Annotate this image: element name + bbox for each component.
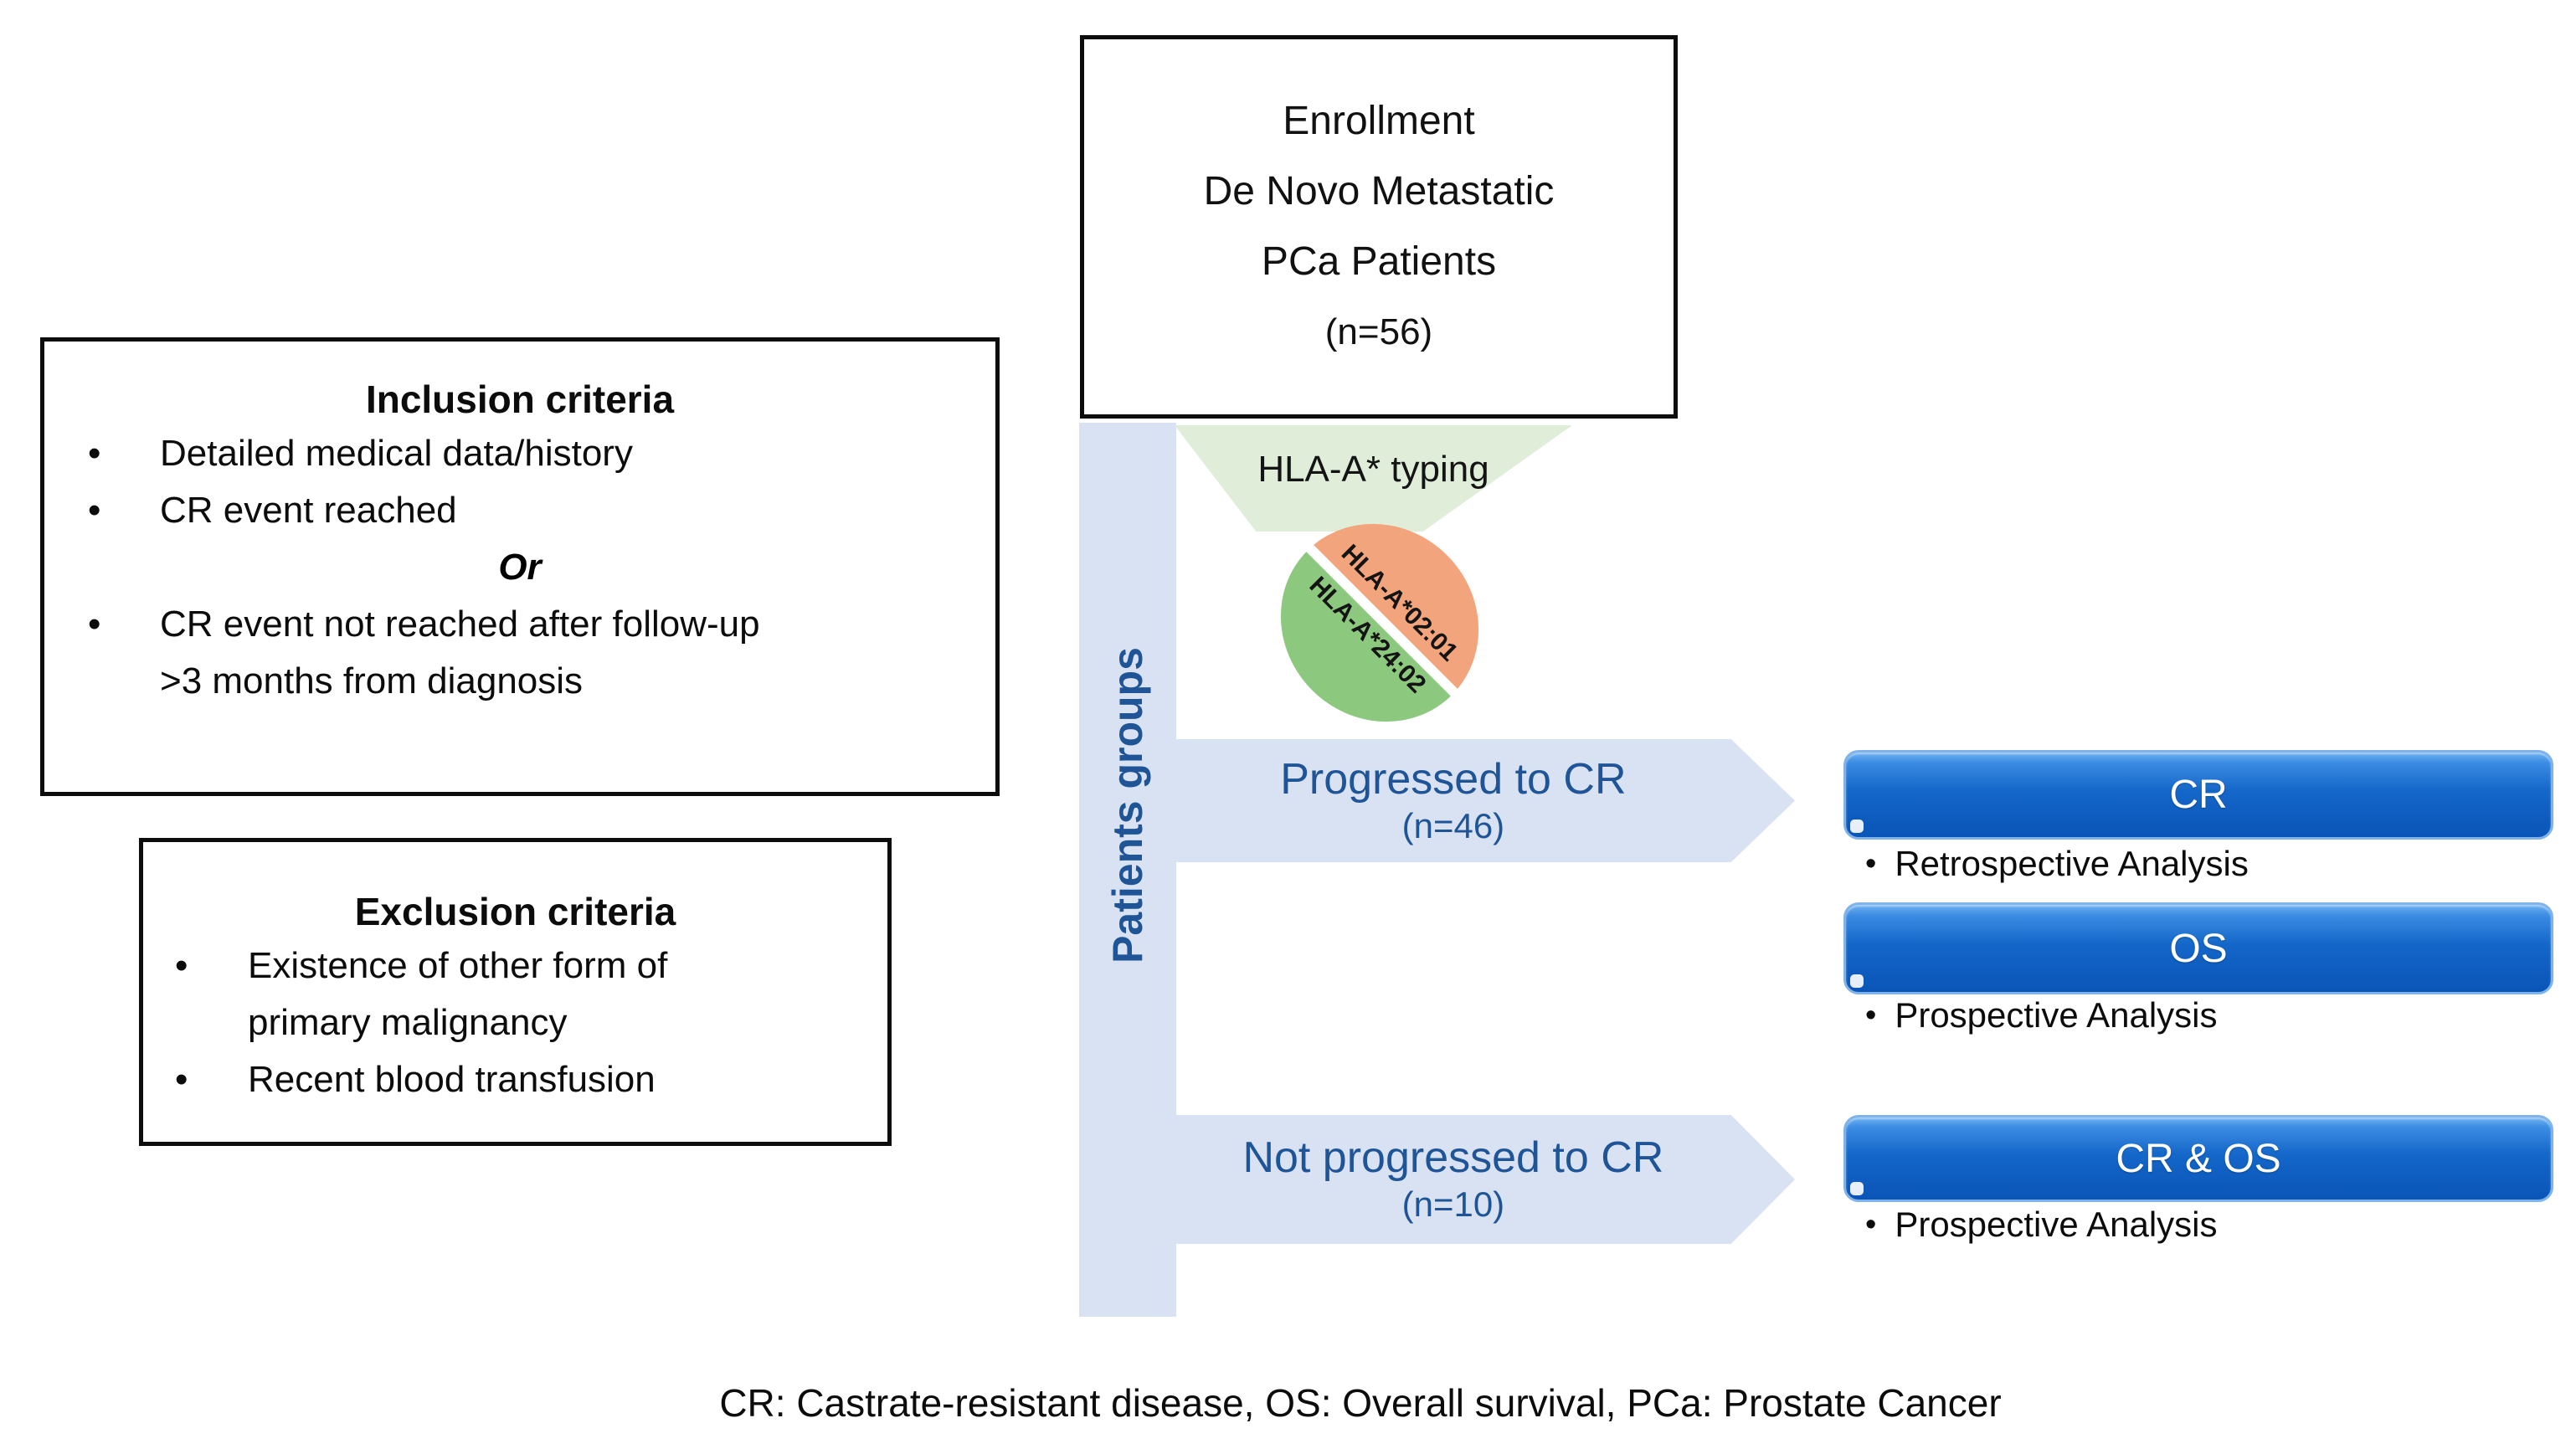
bullet-marker: • [1865,1206,1877,1242]
bullet-marker: • [1865,997,1877,1033]
cr-os-outcome-label: CR & OS [2116,1136,2281,1181]
exclusion-item-1-line-2: primary malignancy [248,1002,568,1043]
enrollment-line-2: De Novo Metastatic [1203,169,1555,213]
progressed-to-cr-count: (n=46) [1401,805,1505,845]
progressed-to-cr-text: Progressed to CR (n=46) [1175,739,1731,862]
inclusion-item-3-continued: >3 months from diagnosis [44,653,995,710]
exclusion-item-1-continued: primary malignancy [143,994,887,1051]
os-outcome-note-text: Prospective Analysis [1895,995,2218,1035]
bullet-marker: • [88,490,101,531]
inclusion-item-3: • CR event not reached after follow-up [44,596,995,653]
not-progressed-to-cr-arrow: Not progressed to CR (n=10) [1175,1115,1795,1244]
progressed-to-cr-arrow: Progressed to CR (n=46) [1175,739,1795,862]
inclusion-criteria-title: Inclusion criteria [365,378,675,421]
abbreviations-caption: CR: Castrate-resistant disease, OS: Over… [719,1381,2002,1425]
button-gloss-notch [1850,819,1864,833]
inclusion-item-1: • Detailed medical data/history [44,425,995,482]
button-gloss-notch [1850,974,1864,988]
cr-outcome-note-text: Retrospective Analysis [1895,844,2249,883]
inclusion-or-label: Or [498,547,542,588]
not-progressed-to-cr-label: Not progressed to CR [1242,1133,1664,1182]
inclusion-item-3-line-2: >3 months from diagnosis [160,660,584,701]
bullet-marker: • [88,433,101,474]
bullet-marker: • [1865,845,1877,881]
exclusion-item-2: • Recent blood transfusion [143,1051,887,1108]
button-gloss-notch [1850,1182,1864,1195]
exclusion-criteria-box: Exclusion criteria • Existence of other … [139,838,892,1146]
bullet-marker: • [175,1059,188,1100]
exclusion-item-2-text: Recent blood transfusion [248,1059,656,1100]
enrollment-box: Enrollment De Novo Metastatic PCa Patien… [1080,35,1678,419]
os-outcome-button: OS [1843,902,2553,994]
os-outcome-label: OS [2169,926,2228,971]
exclusion-item-1: • Existence of other form of [143,938,887,994]
cr-os-outcome-note: • Prospective Analysis [1865,1204,2218,1246]
hla-typing-label: HLA-A* typing [1257,449,1489,490]
enrollment-line-1: Enrollment [1283,99,1475,143]
not-progressed-to-cr-text: Not progressed to CR (n=10) [1175,1115,1731,1244]
enrollment-line-3: PCa Patients [1261,239,1497,284]
progressed-to-cr-label: Progressed to CR [1280,754,1627,804]
os-outcome-note: • Prospective Analysis [1865,994,2218,1036]
inclusion-item-2: • CR event reached [44,482,995,539]
inclusion-criteria-box: Inclusion criteria • Detailed medical da… [40,337,1000,796]
bullet-marker: • [88,604,101,645]
exclusion-criteria-title: Exclusion criteria [354,890,676,933]
inclusion-item-1-text: Detailed medical data/history [160,433,633,474]
cr-outcome-note: • Retrospective Analysis [1865,843,2249,885]
cr-outcome-label: CR [2169,773,2228,817]
patients-groups-bar [1079,423,1176,1317]
enrollment-count: (n=56) [1324,311,1433,352]
not-progressed-to-cr-count: (n=10) [1401,1184,1505,1224]
cr-os-outcome-note-text: Prospective Analysis [1895,1205,2218,1244]
exclusion-item-1-line-1: Existence of other form of [248,945,668,986]
inclusion-item-2-text: CR event reached [160,490,457,531]
patients-groups-label: Patients groups [1104,647,1151,963]
inclusion-item-3-line-1: CR event not reached after follow-up [160,604,760,645]
cr-outcome-button: CR [1843,750,2553,840]
cr-os-outcome-button: CR & OS [1843,1115,2553,1202]
bullet-marker: • [175,945,188,986]
